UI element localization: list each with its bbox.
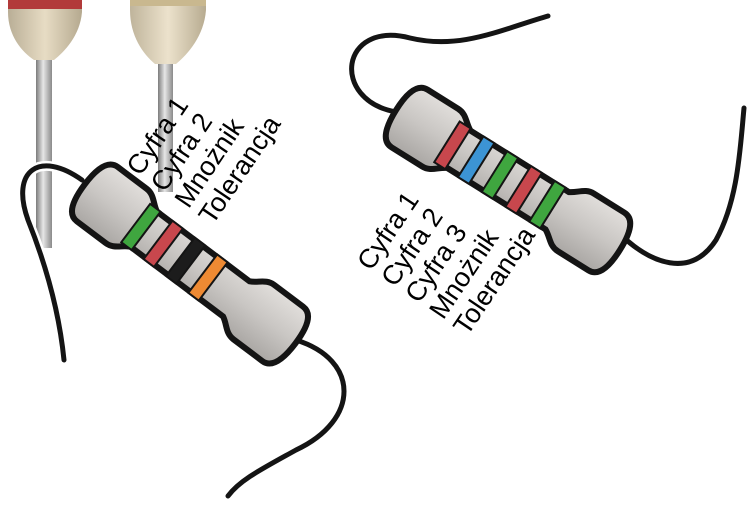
photo-cap-red-band [8,0,82,9]
four-band-resistor-icon [23,157,344,496]
